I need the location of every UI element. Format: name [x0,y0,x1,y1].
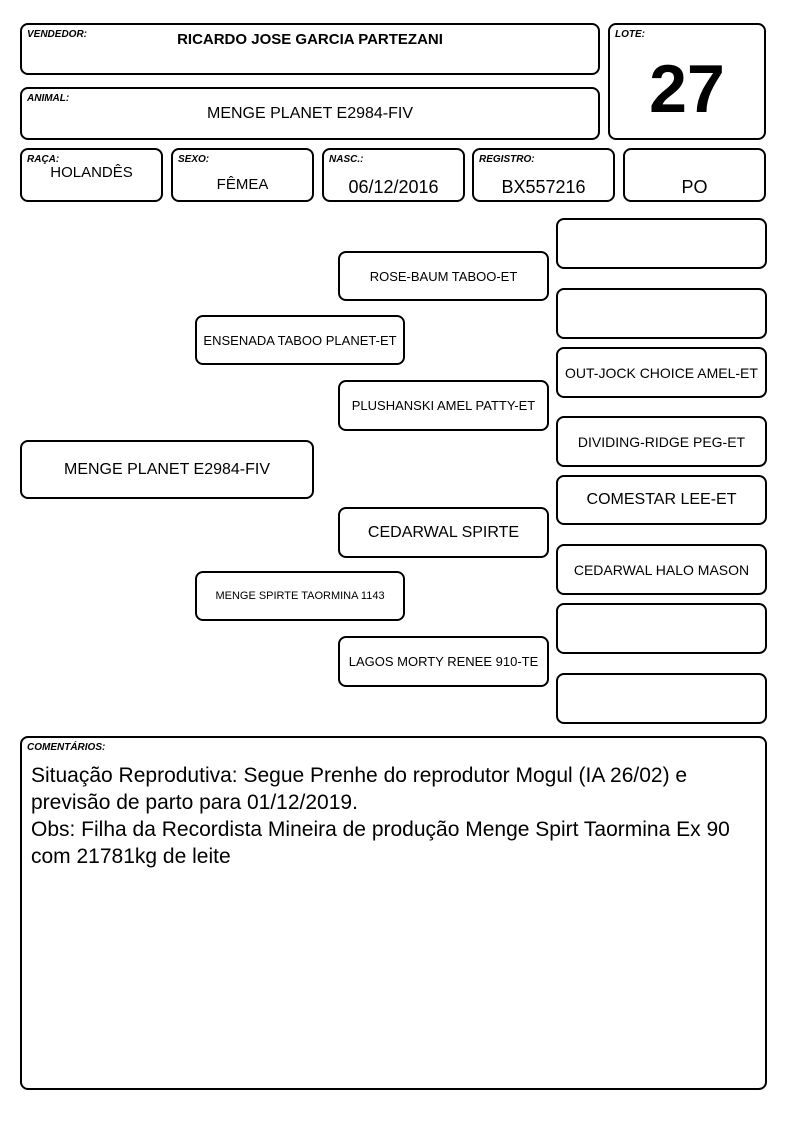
animal-label: ANIMAL: [27,93,70,104]
pedigree-sire-sire: ROSE-BAUM TABOO-ET [338,251,549,301]
pedigree-dam-dam: LAGOS MORTY RENEE 910-TE [338,636,549,687]
lote-number: 27 [649,51,725,127]
animal-value: MENGE PLANET E2984-FIV [207,105,413,122]
comentarios-box: COMENTÁRIOS: Situação Reprodutiva: Segue… [20,736,767,1090]
pedigree-animal: MENGE PLANET E2984-FIV [20,440,314,499]
sexo-box: SEXO: FÊMEA [171,148,314,202]
categoria-value: PO [681,177,708,197]
pedigree-ggp-7 [556,603,767,654]
pedigree-ggp-6: CEDARWAL HALO MASON [556,544,767,595]
comentarios-label: COMENTÁRIOS: [27,742,106,753]
raca-value: HOLANDÊS [50,164,133,181]
pedigree-dam: MENGE SPIRTE TAORMINA 1143 [195,571,405,621]
pedigree-ggp-5: COMESTAR LEE-ET [556,475,767,525]
comentarios-text: Situação Reprodutiva: Segue Prenhe do re… [31,764,730,868]
vendedor-value: RICARDO JOSE GARCIA PARTEZANI [177,31,443,48]
lote-label: LOTE: [615,29,645,40]
pedigree-ggp-3: OUT-JOCK CHOICE AMEL-ET [556,347,767,398]
pedigree-ggp-8 [556,673,767,724]
registro-label: REGISTRO: [479,154,535,165]
raca-label: RAÇA: [27,154,60,165]
pedigree-sire-dam: PLUSHANSKI AMEL PATTY-ET [338,380,549,431]
nasc-value: 06/12/2016 [348,177,439,197]
lote-box: LOTE: 27 [608,23,766,140]
pedigree-ggp-1 [556,218,767,269]
sexo-value: FÊMEA [216,176,269,193]
pedigree-sire: ENSENADA TABOO PLANET-ET [195,315,405,365]
nasc-box: NASC.: 06/12/2016 [322,148,465,202]
vendedor-box: VENDEDOR: RICARDO JOSE GARCIA PARTEZANI [20,23,600,75]
pedigree-ggp-2 [556,288,767,339]
registro-value: BX557216 [501,177,586,197]
animal-box: ANIMAL: MENGE PLANET E2984-FIV [20,87,600,140]
categoria-box: PO [623,148,766,202]
registro-box: REGISTRO: BX557216 [472,148,615,202]
raca-box: RAÇA: HOLANDÊS [20,148,163,202]
pedigree-dam-sire: CEDARWAL SPIRTE [338,507,549,558]
sexo-label: SEXO: [178,154,210,165]
vendedor-label: VENDEDOR: [27,29,88,40]
pedigree-ggp-4: DIVIDING-RIDGE PEG-ET [556,416,767,467]
nasc-label: NASC.: [329,154,364,165]
